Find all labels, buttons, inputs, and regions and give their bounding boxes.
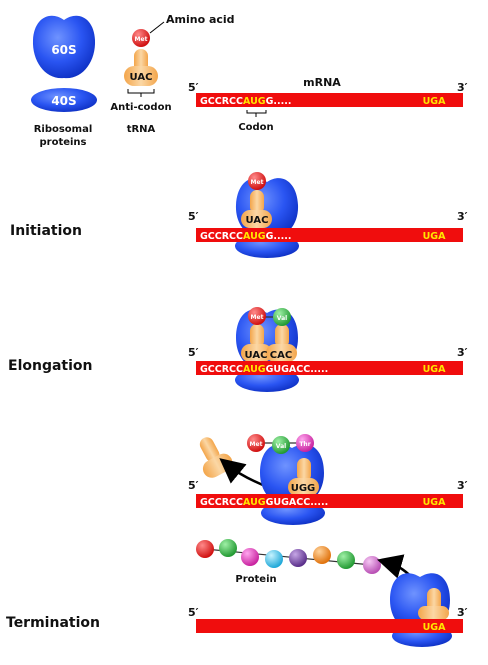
trna-label: tRNA xyxy=(127,124,156,135)
initiation-anticodon: UAC xyxy=(246,215,269,226)
translocation-thr xyxy=(296,434,314,452)
stage-termination: Termination Protein 5′ 3′ UGA xyxy=(6,539,468,647)
translocation-val-label: Val xyxy=(276,443,286,450)
translocation-five-prime: 5′ xyxy=(188,479,199,492)
mrna-sequence: GCCRCCAUGG..... xyxy=(200,96,291,107)
large-subunit-60s xyxy=(32,15,96,79)
elongation-suffix: GUGACC..... xyxy=(266,364,329,375)
amino-acid-label: Amino acid xyxy=(166,13,235,26)
stage-mrna-legend: mRNA 5′ 3′ GCCRCCAUGG..... UGA Codon xyxy=(188,76,468,133)
elongation-mrna-sequence: GCCRCCAUGGUGACC..... xyxy=(200,364,328,375)
stage-initiation: Initiation Met UAC 5′ 3′ GCCRCCAUGG.....… xyxy=(10,172,468,258)
elongation-val xyxy=(273,308,291,326)
translocation-start-codon: AUG xyxy=(243,497,266,508)
termination-five-prime: 5′ xyxy=(188,606,199,619)
stage-termination-title: Termination xyxy=(6,615,100,631)
stop-codon: UGA xyxy=(423,96,447,107)
codon-label: Codon xyxy=(238,122,273,133)
elongation-trna2-stem xyxy=(275,324,289,348)
elongation-met xyxy=(248,307,266,325)
protein-bead-4 xyxy=(265,550,283,568)
elongation-trna1-stem xyxy=(250,324,264,348)
initiation-trna-loop xyxy=(241,210,272,228)
protein-bead-3 xyxy=(241,548,259,566)
elongation-prefix: GCCRCC xyxy=(200,364,243,375)
protein-label: Protein xyxy=(235,574,276,585)
translocation-met xyxy=(247,434,265,452)
start-codon: AUG xyxy=(243,96,266,107)
stage-elongation: Elongation Met Val UAC CAC 5′ 3′ GCCRCCA… xyxy=(8,307,468,392)
anticodon-bracket xyxy=(127,89,155,97)
initiation-three-prime: 3′ xyxy=(457,210,468,223)
protein-bead-6 xyxy=(313,546,331,564)
elongation-three-prime: 3′ xyxy=(457,346,468,359)
amino-acid-met xyxy=(132,29,150,47)
translocation-stop-codon: UGA xyxy=(423,497,447,508)
translocation-anticodon: UGG xyxy=(291,483,316,494)
elongation-start-codon: AUG xyxy=(243,364,266,375)
small-subunit-40s xyxy=(31,88,97,112)
amino-acid-met-label: Met xyxy=(135,36,148,43)
initiation-five-prime: 5′ xyxy=(188,210,199,223)
departing-trna xyxy=(199,437,233,478)
mrna-strand xyxy=(196,93,463,107)
initiation-met xyxy=(248,172,266,190)
translocation-mrna-strand xyxy=(196,494,463,508)
initiation-suffix: G..... xyxy=(266,231,292,242)
protein-bead-8 xyxy=(363,556,381,574)
initiation-start-codon: AUG xyxy=(243,231,266,242)
initiation-mrna-strand xyxy=(196,228,463,242)
initiation-prefix: GCCRCC xyxy=(200,231,243,242)
five-prime-label: 5′ xyxy=(188,81,199,94)
initiation-met-label: Met xyxy=(251,179,264,186)
termination-trna-loop xyxy=(418,606,449,620)
anticodon-seq: UAC xyxy=(130,72,153,83)
stage-translocation: Met Val Thr UGG 5′ 3′ GCCRCCAUGGUGACC...… xyxy=(188,434,468,525)
kozak-prefix: GCCRCC xyxy=(200,96,243,107)
elongation-mrna-strand xyxy=(196,361,463,375)
protein-bead-7 xyxy=(337,551,355,569)
three-prime-label: 3′ xyxy=(457,81,468,94)
protein-bead-1 xyxy=(196,540,214,558)
translocation-prefix: GCCRCC xyxy=(200,497,243,508)
large-subunit-label: 60S xyxy=(51,43,76,57)
stage-elongation-title: Elongation xyxy=(8,358,93,374)
amino-acid-pointer xyxy=(149,21,165,34)
translocation-mrna-sequence: GCCRCCAUGGUGACC..... xyxy=(200,497,328,508)
translocation-trna-loop xyxy=(288,478,319,496)
translocation-met-label: Met xyxy=(250,441,263,448)
termination-three-prime: 3′ xyxy=(457,606,468,619)
legend: 60S 40S Ribosomal proteins Amino acid Me… xyxy=(31,13,235,148)
sequence-suffix: G..... xyxy=(266,96,292,107)
elongation-trna2-loop xyxy=(266,344,297,362)
elongation-anticodon-1: UAC xyxy=(245,350,268,361)
stage-initiation-title: Initiation xyxy=(10,223,82,239)
translocation-trna-stem xyxy=(297,458,311,482)
initiation-trna-stem xyxy=(250,190,264,214)
elongation-met-label: Met xyxy=(251,314,264,321)
anticodon-label: Anti-codon xyxy=(110,102,171,113)
translocation-thr-label: Thr xyxy=(299,441,310,448)
initiation-stop-codon: UGA xyxy=(423,231,447,242)
ribosome-caption-line1: Ribosomal xyxy=(34,124,93,135)
translocation-three-prime: 3′ xyxy=(457,479,468,492)
translocation-val xyxy=(272,436,290,454)
elongation-val-label: Val xyxy=(277,315,287,322)
elongation-five-prime: 5′ xyxy=(188,346,199,359)
codon-bracket xyxy=(246,110,267,117)
protein-bead-2 xyxy=(219,539,237,557)
ribosome-caption-line2: proteins xyxy=(39,137,86,148)
initiation-mrna-sequence: GCCRCCAUGG..... xyxy=(200,231,291,242)
termination-mrna-strand xyxy=(196,619,463,633)
translocation-suffix: GUGACC..... xyxy=(266,497,329,508)
trna-anticodon-loop xyxy=(124,66,158,86)
protein-bead-5 xyxy=(289,549,307,567)
small-subunit-label: 40S xyxy=(51,94,76,108)
elongation-trna1-loop xyxy=(241,344,272,362)
elongation-anticodon-2: CAC xyxy=(270,350,292,361)
termination-stop-codon: UGA xyxy=(423,622,447,633)
mrna-label: mRNA xyxy=(303,76,341,89)
elongation-stop-codon: UGA xyxy=(423,364,447,375)
